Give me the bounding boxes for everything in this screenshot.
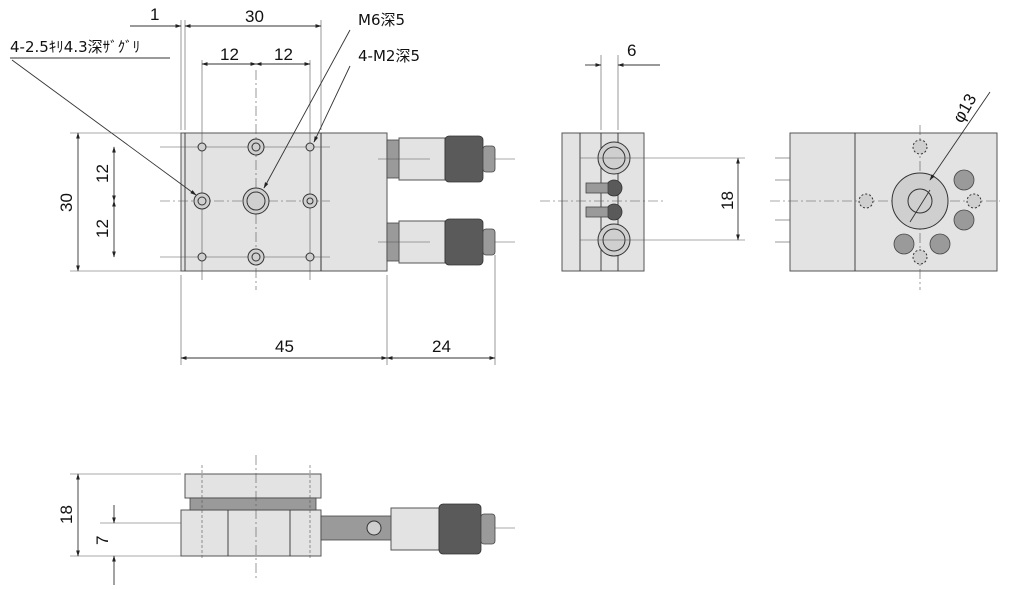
micrometer-lower xyxy=(378,218,515,266)
m2-hole-inner xyxy=(251,142,261,152)
note-m6: M6深5 xyxy=(358,11,405,29)
dim-12-left: 12 xyxy=(220,45,239,64)
dim-18-front: 18 xyxy=(57,505,76,524)
dim-phi13: φ13 xyxy=(949,91,980,126)
dim-6: 6 xyxy=(627,41,636,60)
dim-24: 24 xyxy=(432,337,451,356)
dim-30-left: 30 xyxy=(57,193,76,212)
m6-hole-inner xyxy=(246,191,266,211)
m2-hole-inner xyxy=(251,252,261,262)
mount-hole xyxy=(306,197,314,205)
end-view: φ13 xyxy=(770,91,1000,290)
dim-12-lower: 12 xyxy=(93,219,112,238)
counterbore-hole-inner xyxy=(197,196,207,206)
front-base-plate xyxy=(180,509,322,557)
mount-hole xyxy=(305,252,315,262)
note-m2: 4-M2深5 xyxy=(358,47,420,65)
top-view: 1 30 12 12 M6深5 4-M2深5 4-2.5ｷﾘ4.3深ｻﾞｸﾞﾘ … xyxy=(10,5,515,365)
dim-12-upper: 12 xyxy=(93,164,112,183)
side-view: 6 18 xyxy=(540,41,745,272)
dim-30-top: 30 xyxy=(245,7,264,26)
dim-12-right: 12 xyxy=(274,45,293,64)
dim-18-side: 18 xyxy=(718,191,737,210)
micrometer-upper xyxy=(378,135,515,183)
front-view: 18 7 xyxy=(57,455,515,585)
stage-base-plate xyxy=(320,132,388,272)
mount-hole xyxy=(197,252,207,262)
dim-45: 45 xyxy=(275,337,294,356)
front-top-plate xyxy=(184,473,322,499)
mount-hole xyxy=(305,142,315,152)
dim-7: 7 xyxy=(93,536,112,545)
dim-1: 1 xyxy=(150,5,159,24)
mount-hole xyxy=(197,142,207,152)
note-holes: 4-2.5ｷﾘ4.3深ｻﾞｸﾞﾘ xyxy=(10,38,140,56)
